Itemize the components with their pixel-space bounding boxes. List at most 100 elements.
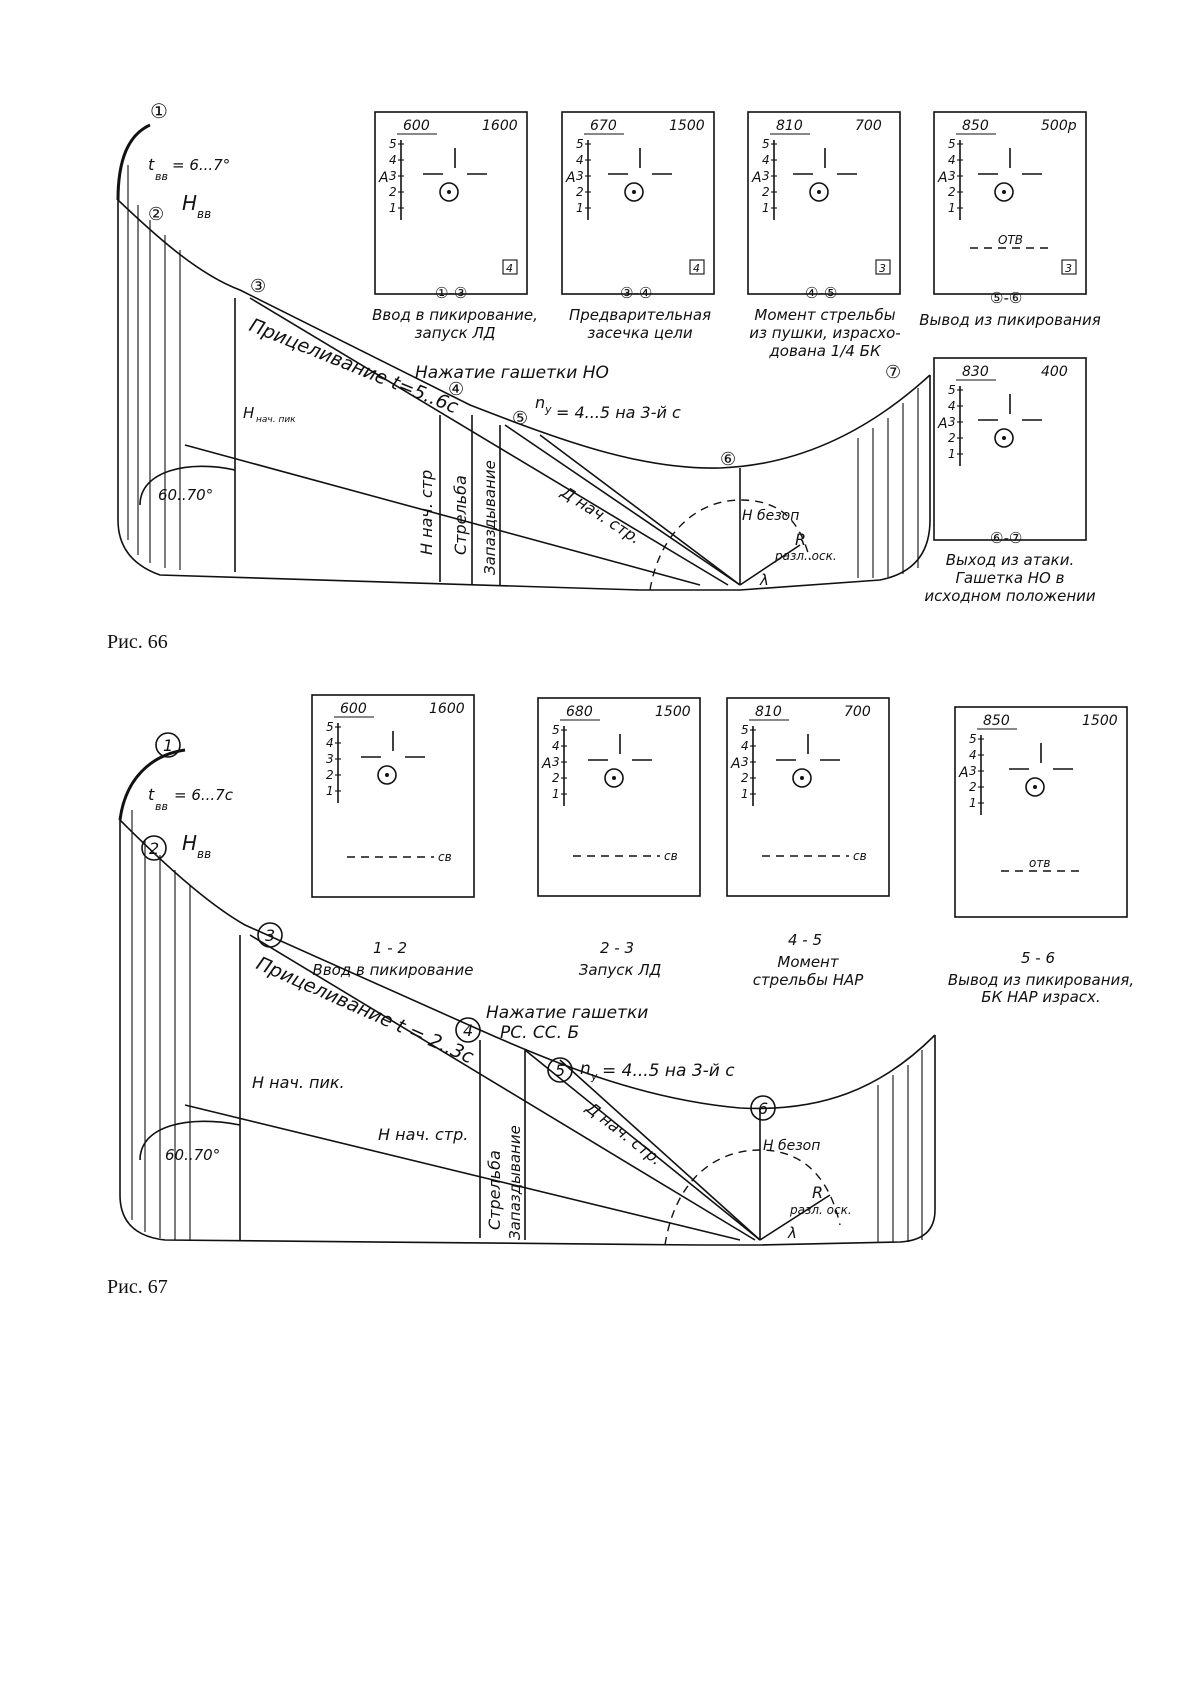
panel-scale-tick: 4 xyxy=(326,736,334,750)
panel-scale-tick: 1 xyxy=(948,447,956,461)
panel-caption-line: Ввод в пикирование, xyxy=(372,306,538,324)
panel-mode-box: 3 xyxy=(879,262,886,275)
panel-caption-line: БК НАР израсх. xyxy=(981,988,1100,1006)
panel-otv-label: ОТВ xyxy=(998,233,1023,247)
fig66-d-nach: Д нач. стр. xyxy=(557,482,644,548)
panel-top-right-value: 500р xyxy=(1041,118,1077,134)
panel-caption-line: из пушки, израсхо- xyxy=(749,324,900,342)
panel-top-left-value: 810 xyxy=(776,118,803,134)
fig67-t-bb: t xyxy=(148,785,155,804)
fig67-h-start: H нач. пик. xyxy=(252,1073,345,1092)
panel-scale-tick: 4 xyxy=(741,739,749,753)
panel-scale-tick: 2 xyxy=(389,185,397,199)
fig66-marker-2: ② xyxy=(148,204,164,225)
panel-scale-tick: 2 xyxy=(741,771,749,785)
fig66-marker-5: ⑤ xyxy=(512,408,528,429)
panel-scale-tick: 2 xyxy=(948,185,956,199)
panel-scale-tick: 3 xyxy=(326,752,334,766)
fig66-h-bb-sub: вв xyxy=(197,207,211,221)
fig67-t-eq: = 6...7с xyxy=(174,786,234,804)
panel-caption-line: дована 1/4 БК xyxy=(768,342,882,360)
fig66-t-bb-sub: вв xyxy=(155,170,168,183)
panel-top-right-value: 400 xyxy=(1041,364,1068,380)
fig67-marker-2: 2 xyxy=(149,839,159,858)
figure1-panel-1: 600160054321A4①-③Ввод в пикирование,запу… xyxy=(372,112,538,342)
fig67-ny-text: = 4...5 на 3-й с xyxy=(602,1061,735,1081)
panel-caption-line: Предварительная xyxy=(569,306,711,324)
fig66-h-nach-str: H нач. стр xyxy=(417,470,436,555)
panel-caption-line: Запуск ЛД xyxy=(579,961,662,979)
fig66-d-nach-line xyxy=(505,425,740,585)
panel-scale-tick: 5 xyxy=(969,732,977,746)
panel-side-label: A xyxy=(937,416,948,432)
fig66-t-eq: = 6...7° xyxy=(172,156,230,174)
fig67-angle: 60..70° xyxy=(165,1146,220,1164)
panel-cb-label: св xyxy=(664,849,678,863)
panel-caption-line: Выход из атаки. xyxy=(946,551,1075,569)
panel-scale-tick: 5 xyxy=(762,137,770,151)
panel-top-left-value: 680 xyxy=(566,704,593,720)
panel-top-left-value: 850 xyxy=(962,118,989,134)
fig67-marker-3: 3 xyxy=(265,926,275,945)
panel-scale-tick: 1 xyxy=(552,787,560,801)
panel-top-right-value: 700 xyxy=(844,704,871,720)
panel-scale-tick: 2 xyxy=(762,185,770,199)
fig67-zapazd: Запаздывание xyxy=(506,1125,524,1240)
panel-top-left-value: 670 xyxy=(590,118,617,134)
panel-scale-tick: 2 xyxy=(552,771,560,785)
panel-range-label: 5 - 6 xyxy=(1021,949,1055,967)
fig67-h-bezop: H безоп xyxy=(763,1138,820,1154)
panel-scale-tick: 5 xyxy=(389,137,397,151)
panel-caption-line: Момент стрельбы xyxy=(754,306,895,324)
panel-top-left-value: 850 xyxy=(983,713,1010,729)
figure2-panel-2: 680150054321Aсв2 - 3Запуск ЛД xyxy=(538,698,700,979)
panel-top-left-value: 810 xyxy=(755,704,782,720)
fig67-lambda: λ xyxy=(787,1224,797,1242)
panel-caption-line: Гашетка НО в xyxy=(956,569,1065,587)
panel-scale-tick: 5 xyxy=(576,137,584,151)
fig66-angle: 60..70° xyxy=(158,486,213,504)
panel-scale-tick: 4 xyxy=(552,739,560,753)
panel-side-label: A xyxy=(378,170,389,186)
figure1-panel-5: 83040054321A⑥-⑦Выход из атаки.Гашетка НО… xyxy=(924,358,1096,605)
fig66-r: R xyxy=(795,530,806,549)
fig66-lambda: λ xyxy=(759,571,769,589)
panel-mode-box: 4 xyxy=(693,262,700,275)
fig66-marker-3: ③ xyxy=(250,276,266,297)
panel-range-label: 4 - 5 xyxy=(788,931,822,949)
panel-mode-box: 3 xyxy=(1065,262,1072,275)
panel-range-label: 1 - 2 xyxy=(373,939,407,957)
panel-scale-tick: 2 xyxy=(326,768,334,782)
panel-mode-box: 4 xyxy=(506,262,513,275)
fig66-zapazd: Запаздывание xyxy=(481,460,499,575)
fig66-h-bezop: H безоп xyxy=(742,508,799,524)
fig66-r-sub: разл. оск. xyxy=(774,549,837,563)
fig67-caption: Рис. 67 xyxy=(107,1276,168,1298)
panel-side-label: A xyxy=(565,170,576,186)
fig67-press-l2: РС. СС. Б xyxy=(500,1023,579,1043)
panel-range-label: ④-⑤ xyxy=(805,284,837,302)
panel-scale-tick: 3 xyxy=(741,755,749,769)
fig67-r-sub: разл. оск. xyxy=(789,1203,852,1217)
fig66-t-bb: t xyxy=(148,155,155,174)
panel-scale-tick: 4 xyxy=(948,153,956,167)
panel-caption-line: Момент xyxy=(777,953,839,971)
panel-top-right-value: 1500 xyxy=(655,704,691,720)
fig66-h-start: H xyxy=(243,404,254,422)
panel-range-label: 2 - 3 xyxy=(600,939,634,957)
fig67-marker-1: 1 xyxy=(163,736,173,755)
fig67-marker-6: 6 xyxy=(758,1099,768,1118)
panel-scale-tick: 5 xyxy=(552,723,560,737)
panel-scale-tick: 3 xyxy=(389,169,397,183)
figure2-panel-1: 600160054321св1 - 2Ввод в пикирование xyxy=(312,695,474,979)
panel-scale-tick: 5 xyxy=(741,723,749,737)
fig66-marker-6: ⑥ xyxy=(720,449,736,470)
panel-scale-tick: 1 xyxy=(576,201,584,215)
figure1-panel-2: 670150054321A4③-④Предварительнаязасечка … xyxy=(562,112,714,342)
panel-scale-tick: 3 xyxy=(948,169,956,183)
fig67-h-bb-sub: вв xyxy=(197,847,211,861)
fig67-marker-5: 5 xyxy=(555,1061,565,1080)
figure1-panel-4: 850500р54321A3ОТВ⑤-⑥Вывод из пикирования xyxy=(919,112,1100,329)
panel-caption-line: Вывод из пикирования, xyxy=(948,971,1134,989)
panel-caption-line: стрельбы НАР xyxy=(753,971,865,989)
